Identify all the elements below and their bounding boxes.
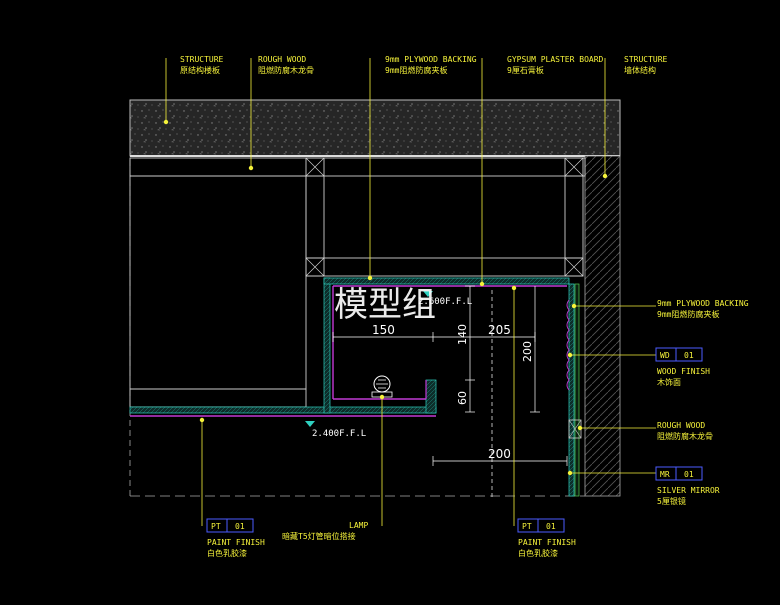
level-marker-lower [305, 421, 315, 427]
watermark-text: 模型组 [334, 285, 436, 325]
dimension-lines [332, 285, 568, 500]
label-rough-wood-en: ROUGH WOOD [258, 55, 306, 64]
label-paint-left-en: PAINT FINISH [207, 538, 265, 547]
label-plywood-cn: 9mm阻燃防腐夹板 [385, 65, 447, 75]
dim-60: 60 [456, 391, 469, 405]
tag-pt-right-num: 01 [546, 522, 556, 531]
label-wood-finish-cn: 木饰面 [657, 377, 681, 387]
label-paint-right-cn: 白色乳胶漆 [518, 548, 558, 558]
structure-slab [129, 99, 621, 157]
right-leaders [567, 303, 656, 476]
tag-pt-01-right [517, 518, 565, 533]
rough-wood-recess [305, 257, 584, 277]
level-upper-text: 2.600F.F.L [418, 297, 472, 307]
label-plywood-right-cn: 9mm阻燃防腐夹板 [657, 309, 719, 319]
label-gypsum-en: GYPSUM PLASTER BOARD [507, 55, 604, 64]
label-wood-finish-en: WOOD FINISH [657, 367, 710, 376]
plywood-backing-right [568, 283, 575, 497]
label-paint-right-en: PAINT FINISH [518, 538, 576, 547]
tag-pt-right-code: PT [522, 522, 532, 531]
lamp-pelmet [425, 379, 437, 414]
label-rough-wood-right-cn: 阻燃防腐木龙骨 [657, 431, 713, 441]
rough-wood-post-left [305, 175, 325, 259]
level-marker-upper [423, 291, 433, 297]
dim-150: 150 [372, 323, 395, 337]
tag-wd-01 [655, 347, 703, 362]
label-paint-left-cn: 白色乳胶漆 [207, 548, 247, 558]
ceiling-void-left [129, 175, 307, 390]
label-lamp-en: LAMP [349, 521, 368, 530]
tag-mr-num: 01 [684, 470, 694, 479]
label-rough-wood-right-en: ROUGH WOOD [657, 421, 705, 430]
label-rough-wood-cn: 阻燃防腐木龙骨 [258, 65, 314, 75]
label-structure-slab-cn: 原结构楼板 [180, 65, 220, 75]
level-lower-text: 2.400F.F.L [312, 429, 366, 439]
label-lamp-cn: 暗藏T5灯管暗位搭接 [282, 531, 356, 541]
gypsum-board-riser [323, 277, 331, 414]
tag-pt-left-num: 01 [235, 522, 245, 531]
rough-wood-top [129, 157, 586, 177]
tag-mr-01 [655, 466, 703, 481]
tag-wd-num: 01 [684, 351, 694, 360]
dim-205: 205 [488, 323, 511, 337]
label-plywood-en: 9mm PLYWOOD BACKING [385, 55, 477, 64]
label-silver-mirror-cn: 5厘银镜 [657, 496, 686, 506]
wood-finish-panel [574, 283, 580, 497]
tag-wd-code: WD [660, 351, 670, 360]
label-plywood-right-en: 9mm PLYWOOD BACKING [657, 299, 749, 308]
top-leaders [163, 58, 608, 287]
tag-pt-01-left [206, 518, 254, 533]
rough-wood-post-right [564, 175, 584, 259]
label-gypsum-cn: 9厘石膏板 [507, 65, 544, 75]
label-structure-wall-en: STRUCTURE [624, 55, 668, 64]
label-structure-slab-en: STRUCTURE [180, 55, 224, 64]
dim-200-vertical: 200 [521, 341, 534, 362]
tag-mr-code: MR [660, 470, 670, 479]
structure-wall [584, 155, 621, 497]
label-structure-wall-cn: 墙体结构 [624, 65, 656, 75]
gypsum-board-lower [129, 406, 437, 414]
tag-pt-left-code: PT [211, 522, 221, 531]
dim-140: 140 [456, 324, 469, 345]
label-silver-mirror-en: SILVER MIRROR [657, 486, 720, 495]
bottom-leaders [199, 285, 517, 526]
dim-200-horizontal: 200 [488, 447, 511, 461]
t5-lamp-symbol [371, 375, 393, 398]
gypsum-board-upper [323, 277, 570, 285]
